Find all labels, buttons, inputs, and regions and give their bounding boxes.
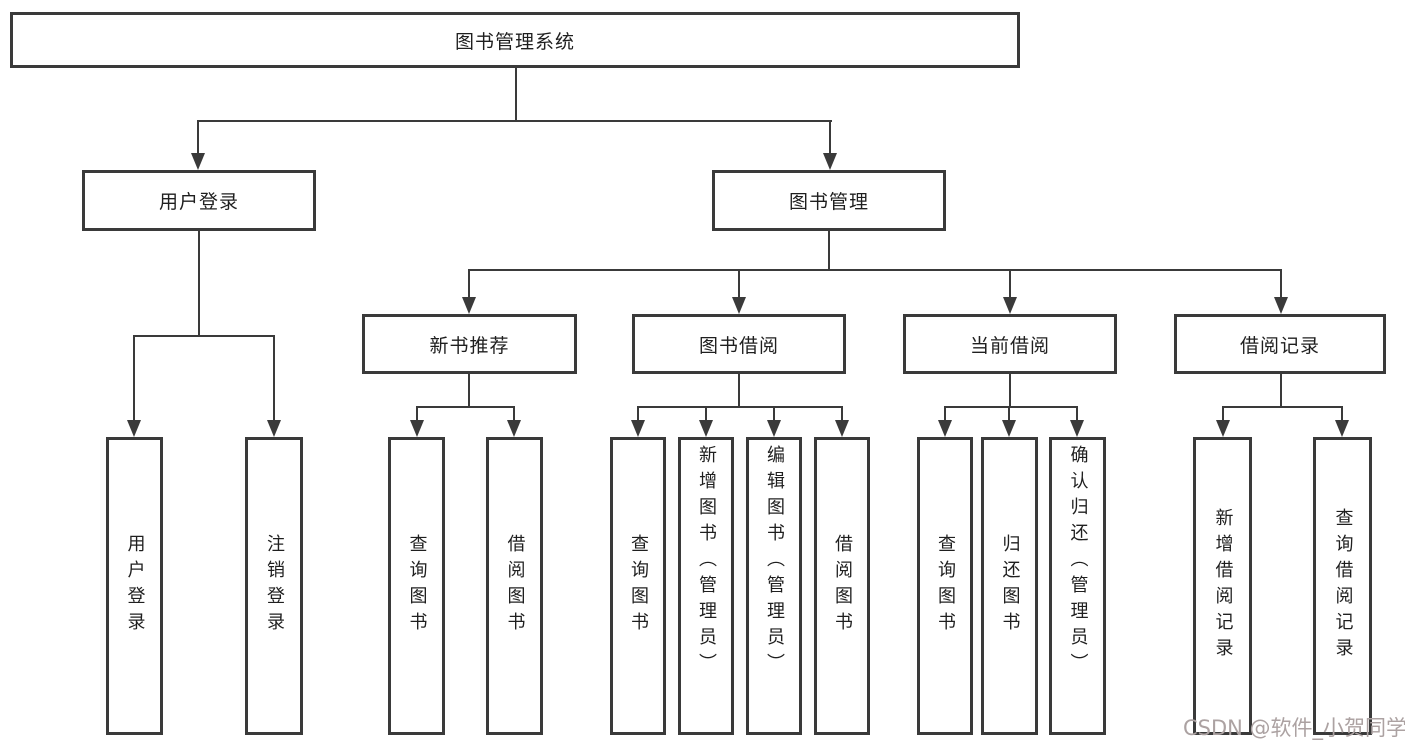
connector-line — [197, 120, 199, 156]
node-root: 图书管理系统 — [10, 12, 1020, 68]
leaf-query-book-borrow: 查询图书 — [610, 437, 666, 735]
leaf-confirm-return-admin-label: 确认归还（管理员） — [1067, 445, 1089, 679]
connector-line — [273, 335, 275, 421]
connector-line — [468, 269, 1282, 271]
connector-line — [468, 269, 470, 298]
leaf-return-book-label: 归还图书 — [999, 534, 1021, 638]
connector-line — [133, 335, 135, 421]
node-user-login: 用户登录 — [82, 170, 316, 231]
arrow-down-icon — [1002, 420, 1016, 437]
leaf-query-book-current: 查询图书 — [917, 437, 973, 735]
leaf-borrow-book-recommend: 借阅图书 — [486, 437, 543, 735]
connector-line — [637, 406, 843, 408]
leaf-add-book-admin-label: 新增图书（管理员） — [696, 445, 717, 679]
arrow-down-icon — [1274, 297, 1288, 314]
connector-line — [515, 68, 517, 120]
connector-line — [1222, 406, 1224, 421]
connector-line — [841, 406, 843, 421]
connector-line — [416, 406, 418, 421]
arrow-down-icon — [1003, 297, 1017, 314]
connector-line — [1280, 374, 1282, 407]
leaf-borrow-book-recommend-label: 借阅图书 — [504, 534, 526, 638]
connector-line — [738, 374, 740, 407]
arrow-down-icon — [1335, 420, 1349, 437]
arrow-down-icon — [1216, 420, 1230, 437]
connector-line — [1009, 269, 1011, 298]
arrow-down-icon — [267, 420, 281, 437]
arrow-down-icon — [127, 420, 141, 437]
node-book-borrow-label: 图书借阅 — [698, 334, 779, 357]
connector-line — [1280, 269, 1282, 298]
leaf-add-borrow-record-label: 新增借阅记录 — [1212, 508, 1234, 664]
leaf-query-book-borrow-label: 查询图书 — [628, 534, 649, 638]
leaf-user-login: 用户登录 — [106, 437, 163, 735]
node-book-management-label: 图书管理 — [788, 191, 869, 213]
leaf-edit-book-admin-label: 编辑图书（管理员） — [764, 445, 785, 679]
connector-line — [1008, 406, 1010, 421]
arrow-down-icon — [835, 420, 849, 437]
connector-line — [468, 374, 470, 407]
leaf-query-borrow-record: 查询借阅记录 — [1313, 437, 1372, 735]
arrow-down-icon — [732, 297, 746, 314]
arrow-down-icon — [631, 420, 645, 437]
leaf-borrow-book-2-label: 借阅图书 — [832, 534, 853, 638]
node-book-management: 图书管理 — [712, 170, 946, 231]
connector-line — [1076, 406, 1078, 421]
connector-line — [738, 269, 740, 298]
leaf-query-borrow-record-label: 查询借阅记录 — [1332, 508, 1354, 664]
arrow-down-icon — [938, 420, 952, 437]
connector-line — [133, 335, 275, 337]
node-current-borrow-label: 当前借阅 — [969, 334, 1050, 357]
leaf-query-book-current-label: 查询图书 — [935, 534, 956, 638]
arrow-down-icon — [410, 420, 424, 437]
connector-line — [828, 231, 830, 271]
node-borrow-record-label: 借阅记录 — [1239, 334, 1320, 357]
connector-line — [1222, 406, 1343, 408]
leaf-logout-login-label: 注销登录 — [264, 534, 285, 638]
node-user-login-label: 用户登录 — [158, 191, 239, 213]
node-new-book-recommend: 新书推荐 — [362, 314, 577, 374]
csdn-watermark: CSDN @软件_小贺同学 — [1183, 716, 1405, 740]
arrow-down-icon — [1070, 420, 1084, 437]
connector-line — [513, 406, 515, 421]
connector-line — [829, 120, 831, 156]
connector-line — [944, 406, 946, 421]
connector-line — [1009, 374, 1011, 407]
arrow-down-icon — [699, 420, 713, 437]
leaf-add-borrow-record: 新增借阅记录 — [1193, 437, 1252, 735]
leaf-add-book-admin: 新增图书（管理员） — [678, 437, 734, 735]
connector-line — [1341, 406, 1343, 421]
connector-line — [637, 406, 639, 421]
connector-line — [198, 231, 200, 337]
leaf-confirm-return-admin: 确认归还（管理员） — [1049, 437, 1106, 735]
connector-line — [197, 120, 832, 122]
leaf-return-book: 归还图书 — [981, 437, 1038, 735]
connector-line — [416, 406, 515, 408]
leaf-query-book-recommend-label: 查询图书 — [406, 534, 428, 638]
node-borrow-record: 借阅记录 — [1174, 314, 1386, 374]
leaf-user-login-label: 用户登录 — [124, 534, 146, 638]
connector-line — [944, 406, 1078, 408]
leaf-borrow-book-2: 借阅图书 — [814, 437, 870, 735]
connector-line — [705, 406, 707, 421]
arrow-down-icon — [507, 420, 521, 437]
leaf-edit-book-admin: 编辑图书（管理员） — [746, 437, 802, 735]
connector-line — [773, 406, 775, 421]
node-root-label: 图书管理系统 — [454, 30, 575, 53]
arrow-down-icon — [767, 420, 781, 437]
node-current-borrow: 当前借阅 — [903, 314, 1117, 374]
leaf-logout-login: 注销登录 — [245, 437, 303, 735]
arrow-down-icon — [191, 153, 205, 170]
leaf-query-book-recommend: 查询图书 — [388, 437, 445, 735]
node-book-borrow: 图书借阅 — [632, 314, 846, 374]
arrow-down-icon — [823, 153, 837, 170]
node-new-book-recommend-label: 新书推荐 — [429, 334, 510, 357]
arrow-down-icon — [462, 297, 476, 314]
